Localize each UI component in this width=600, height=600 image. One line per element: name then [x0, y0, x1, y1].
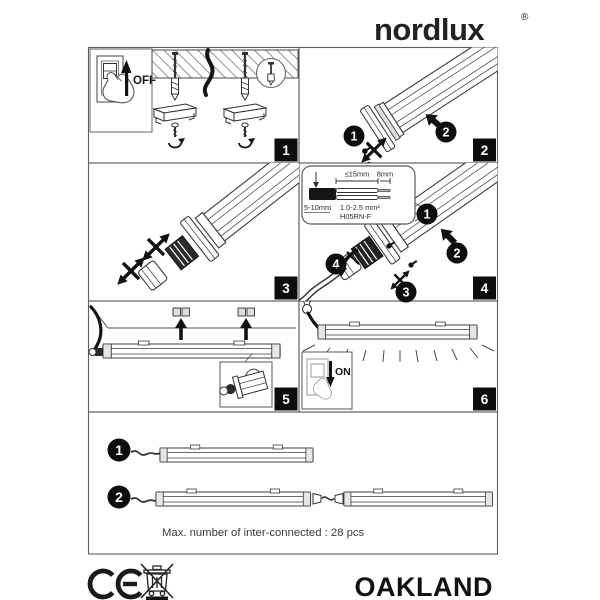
- screw-icon: [386, 241, 418, 268]
- step6-number: 6: [481, 392, 489, 407]
- step3-number: 3: [282, 281, 290, 296]
- step1-number: 1: [282, 143, 290, 158]
- switch-off-label: OFF: [133, 75, 156, 87]
- substep-dot: [343, 125, 365, 147]
- step-number-badge: [274, 387, 298, 411]
- registered-trademark-icon: ®: [521, 12, 529, 23]
- step-number-badge: [473, 276, 496, 300]
- light-fixture: [102, 340, 281, 359]
- variant2-number: 2: [115, 489, 123, 505]
- variant-dot: [107, 485, 131, 509]
- variant-dot: [107, 438, 131, 462]
- substep-dot: [416, 203, 438, 225]
- strip-length-dim: 8mm: [377, 170, 393, 179]
- step6-panel: ON 6: [301, 300, 496, 411]
- step-number-badge: [274, 138, 298, 162]
- fixture-end-cap-removal: [360, 47, 498, 163]
- variant1-number: 1: [115, 442, 123, 458]
- cable-strip-callout: ≤15mm 8mm 5-10mm 1.0-2.5 mm² H05RN-F: [301, 165, 432, 225]
- step2-number: 2: [481, 143, 489, 158]
- substep-dot: [395, 281, 417, 303]
- step4-number: 4: [481, 281, 489, 296]
- cable-diameter-dim: 5-10mm: [304, 203, 331, 212]
- interconnect-panel: 1 2 Max. number of inter-connected : 28 …: [107, 438, 494, 539]
- step4-substep2: 2: [454, 246, 461, 260]
- mains-cable: [202, 48, 215, 97]
- step4-substep1: 1: [424, 207, 431, 221]
- weee-crossed-bin-icon: [140, 563, 174, 600]
- ce-marking-icon: [87, 568, 143, 600]
- power-switch-off-icon: [96, 55, 137, 108]
- cable-gland: [95, 348, 103, 356]
- clip-detail-inset: [219, 361, 273, 408]
- step5-number: 5: [282, 392, 290, 407]
- cable-type-spec: H05RN-F: [340, 212, 372, 221]
- supply-cable: [89, 305, 103, 354]
- cable-squiggle: [130, 497, 159, 503]
- switch-on-inset: ON: [301, 351, 353, 410]
- brand-logo: nordlux ®: [374, 12, 529, 47]
- interconnect-cable: [312, 492, 344, 505]
- panel-grid: [87, 46, 499, 555]
- step1-panel: OFF 1: [89, 48, 299, 162]
- step2-panel: 1 2 2: [343, 47, 498, 165]
- step2-substep1: 1: [351, 129, 358, 143]
- ceiling-clip-icon: [172, 307, 255, 317]
- click-up-arrow-icon: [175, 318, 187, 340]
- max-interconnect-note: Max. number of inter-connected : 28 pcs: [162, 527, 365, 539]
- cable-squiggle: [130, 450, 162, 456]
- single-fixture: [159, 444, 314, 463]
- arrow-down-icon: [329, 361, 332, 379]
- click-up-arrow-icon: [240, 318, 252, 340]
- product-name: OAKLAND: [355, 572, 494, 600]
- brand-name: nordlux: [374, 12, 485, 47]
- step5-panel: 5: [88, 304, 298, 411]
- step4-panel: ≤15mm 8mm 5-10mm 1.0-2.5 mm² H05RN-F 1 2…: [299, 163, 498, 303]
- cable-sheath: [309, 188, 336, 200]
- step3-panel: 3: [115, 163, 299, 300]
- interconnected-fixture: [343, 488, 494, 507]
- substep-dot: [446, 242, 468, 264]
- unscrew-icon: [140, 231, 172, 263]
- step2-substep2: 2: [443, 125, 450, 139]
- switch-on-label: ON: [335, 366, 351, 378]
- step4-substep3: 3: [403, 285, 410, 299]
- light-fixture-on: [317, 321, 478, 340]
- wire-length-dim: ≤15mm: [345, 170, 370, 179]
- step-number-badge: [473, 138, 496, 162]
- cable-gland-disassembly: [138, 163, 299, 291]
- screw-plug-detail-circle: [255, 57, 287, 89]
- arrow-up-icon: [121, 60, 132, 96]
- step-number-badge: [473, 387, 496, 411]
- step-number-badge: [274, 276, 298, 300]
- conductor-size-spec: 1.0-2.5 mm²: [340, 203, 380, 212]
- step4-substep4: 4: [333, 257, 340, 271]
- interconnected-fixture: [155, 488, 312, 507]
